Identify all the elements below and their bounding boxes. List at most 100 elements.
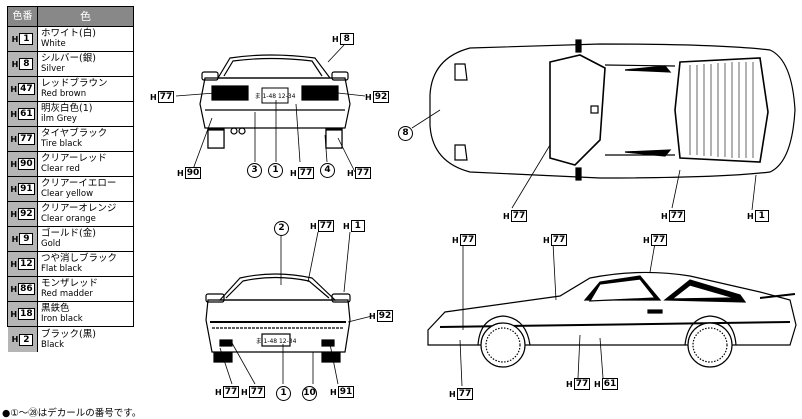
- paint-name-en: Red madder: [41, 289, 93, 299]
- paint-name-en: ilm Grey: [41, 114, 77, 124]
- paint-names: ゴールド(金)Gold: [38, 227, 133, 251]
- paint-name-jp: クリアーレッド: [41, 153, 107, 164]
- paint-name-jp: 明灰白色(1): [41, 103, 93, 114]
- paint-name-en: Red brown: [41, 89, 87, 99]
- color-legend-table: 色番号 色 H1ホワイト(白)WhiteH8シルバー(銀)SilverH47レッ…: [7, 6, 134, 352]
- rear-view-drawing: [199, 54, 351, 149]
- paint-name-en: Tire black: [41, 139, 83, 149]
- paint-names: 明灰白色(1)ilm Grey: [38, 102, 133, 126]
- paint-name-jp: タイヤブラック: [41, 128, 108, 139]
- side-view-drawing: [427, 271, 797, 368]
- front-view-drawing: [205, 273, 351, 363]
- paint-name-jp: ブラック(黒): [41, 328, 96, 340]
- paint-name-jp: シルバー(銀): [41, 53, 96, 64]
- legend-header-color: 色: [80, 10, 91, 23]
- paint-name-jp: ホワイト(白): [41, 28, 96, 39]
- paint-name-en: Clear orange: [41, 214, 96, 224]
- paint-name-en: Flat black: [41, 264, 83, 274]
- front-plate: ま 1-48 12-34: [256, 338, 297, 345]
- top-view-drawing: [429, 39, 796, 181]
- paint-name-jp: モンザレッド: [41, 278, 99, 289]
- decal-footnote: ●①〜㉘はデカールの番号です。: [2, 408, 142, 419]
- paint-name-en: Clear yellow: [41, 189, 94, 199]
- rear-decal-3: 3: [247, 163, 262, 178]
- paint-name-jp: 黒鉄色: [41, 303, 70, 314]
- paint-name-en: White: [41, 39, 66, 49]
- top-decal-8: 8: [398, 126, 413, 141]
- paint-names: ブラック(黒)Black: [38, 327, 133, 352]
- paint-name-jp: クリアーオレンジ: [41, 203, 117, 214]
- paint-name-en: Black: [41, 339, 64, 350]
- rear-decal-1: 1: [268, 163, 283, 178]
- front-decal-1: 1: [276, 386, 291, 401]
- rear-decal-4: 4: [320, 163, 335, 178]
- paint-name-en: Gold: [41, 239, 61, 249]
- paint-name-en: Iron black: [41, 314, 83, 324]
- paint-name-jp: レッドブラウン: [41, 78, 108, 89]
- paint-name-en: Clear red: [41, 164, 80, 174]
- front-decal-10: 10: [302, 386, 317, 401]
- paint-name-jp: ゴールド(金): [41, 228, 96, 239]
- front-decal-2: 2: [274, 221, 289, 236]
- paint-name-jp: クリアーイエロー: [41, 178, 117, 189]
- paint-names: シルバー(銀)Silver: [38, 52, 133, 76]
- paint-name-jp: つや消しブラック: [41, 253, 118, 264]
- rear-plate: ま 1-48 12-34: [255, 93, 296, 100]
- paint-name-en: Silver: [41, 64, 65, 74]
